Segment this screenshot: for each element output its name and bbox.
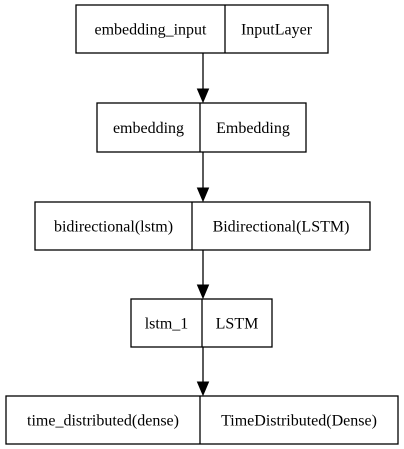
layer-type: LSTM: [216, 316, 259, 333]
edge-lstm-1-to-time-distributed: [196, 347, 210, 397]
layer-name: bidirectional(lstm): [54, 219, 173, 236]
edge-embedding-to-bidirectional: [196, 152, 210, 203]
layer-type: Bidirectional(LSTM): [213, 219, 350, 236]
layer-type: InputLayer: [241, 22, 313, 39]
arrowhead-icon: [196, 187, 210, 203]
edge-embedding-input-to-embedding: [196, 53, 210, 104]
layer-type: Embedding: [216, 120, 290, 137]
arrowhead-icon: [196, 381, 210, 397]
layer-node-time-distributed-dense: time_distributed(dense) TimeDistributed(…: [5, 395, 399, 445]
layer-node-embedding: embedding Embedding: [96, 102, 307, 153]
layer-node-bidirectional-lstm: bidirectional(lstm) Bidirectional(LSTM): [34, 201, 371, 251]
edges: [196, 53, 210, 397]
layer-name: time_distributed(dense): [27, 413, 179, 430]
arrowhead-icon: [196, 88, 210, 104]
layer-node-embedding-input: embedding_input InputLayer: [75, 4, 329, 54]
layer-type: TimeDistributed(Dense): [221, 413, 377, 430]
layer-name: embedding_input: [95, 22, 208, 39]
layer-node-lstm-1: lstm_1 LSTM: [130, 298, 273, 348]
layer-name: embedding: [113, 120, 184, 137]
arrowhead-icon: [196, 284, 210, 300]
edge-bidirectional-to-lstm-1: [196, 250, 210, 300]
layer-name: lstm_1: [145, 316, 189, 333]
